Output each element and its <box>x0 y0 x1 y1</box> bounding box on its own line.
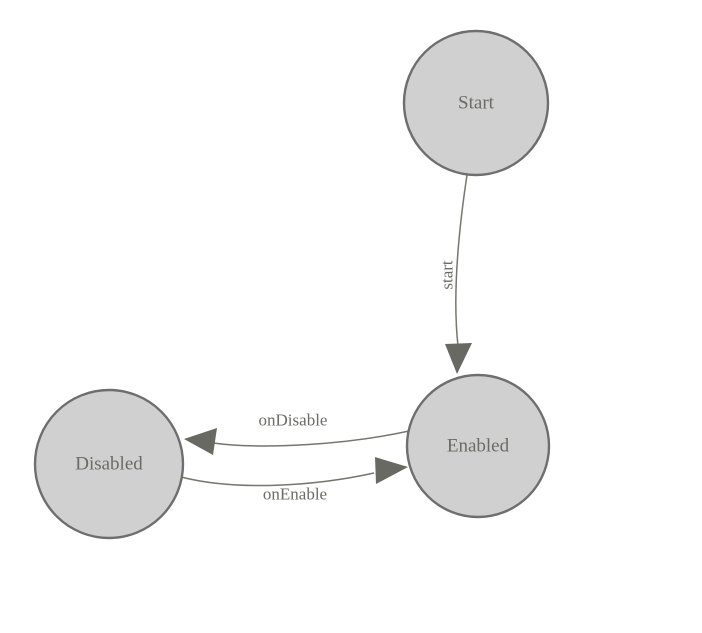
transition-enabled-to-disabled-arrowhead-icon <box>184 428 217 455</box>
transition-start-to-enabled-path <box>455 174 468 347</box>
transition-disabled-to-enabled[interactable]: onEnable <box>180 457 408 504</box>
nodes-layer: Start Enabled Disabled <box>33 29 551 540</box>
transition-enabled-to-disabled[interactable]: onDisable <box>184 411 410 456</box>
transition-disabled-to-enabled-arrowhead-icon <box>375 457 408 484</box>
state-node-start-label: Start <box>458 93 495 114</box>
transition-start-to-enabled[interactable]: start <box>438 174 473 374</box>
transition-label-start: start <box>438 260 457 290</box>
transition-label-ondisable: onDisable <box>259 411 328 430</box>
transition-enabled-to-disabled-path <box>212 430 410 447</box>
transition-disabled-to-enabled-path <box>180 472 375 487</box>
state-node-disabled[interactable]: Disabled <box>33 388 185 540</box>
state-node-enabled-label: Enabled <box>447 436 510 457</box>
state-node-disabled-label: Disabled <box>75 454 143 475</box>
state-node-enabled[interactable]: Enabled <box>405 373 551 519</box>
state-node-enabled-circle <box>405 373 551 519</box>
state-node-start[interactable]: Start <box>402 29 550 177</box>
state-node-start-circle <box>402 29 550 177</box>
transitions-layer: start onDisable onEnable <box>180 174 473 504</box>
transition-label-onenable: onEnable <box>263 485 327 504</box>
transition-start-to-enabled-arrowhead-icon <box>445 343 472 374</box>
state-node-disabled-circle <box>33 388 185 540</box>
